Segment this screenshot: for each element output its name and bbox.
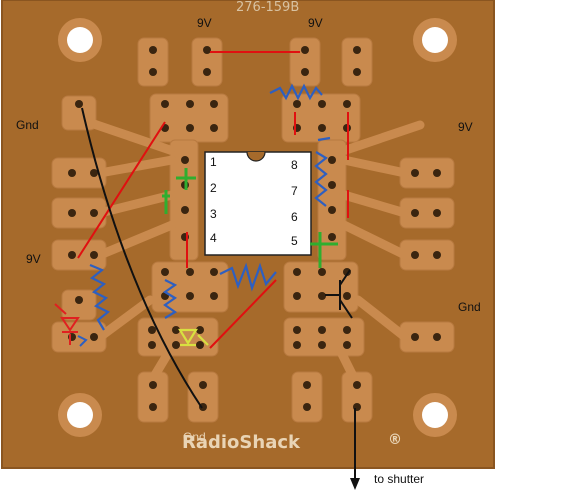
red-wires xyxy=(77,51,349,349)
copper-traces xyxy=(83,117,425,385)
ic-pin-2: 2 xyxy=(210,181,217,195)
ic-pin-3: 3 xyxy=(210,207,217,221)
ic-pin-8: 8 xyxy=(291,158,298,172)
label-9v-top-right: 9V xyxy=(308,16,323,30)
mounting-holes xyxy=(58,18,457,437)
label-gnd-bottom: Gnd xyxy=(183,430,206,444)
led-red xyxy=(54,303,80,345)
led-yellow xyxy=(178,328,209,347)
ic-chip xyxy=(204,151,312,256)
ic-notch xyxy=(246,151,266,162)
part-number: 276-159B xyxy=(236,0,300,15)
label-9v-left: 9V xyxy=(26,252,41,266)
ic-pin-6: 6 xyxy=(291,210,298,224)
arrow-down xyxy=(350,478,360,490)
capacitors xyxy=(162,168,338,268)
label-gnd-right: Gnd xyxy=(458,300,481,314)
resistors xyxy=(89,83,331,331)
ic-pin-5: 5 xyxy=(291,234,298,248)
label-gnd-left: Gnd xyxy=(16,118,39,132)
black-wires xyxy=(81,107,356,480)
registered-mark: ® xyxy=(388,432,402,448)
brand-logo-text: RadioShack xyxy=(182,432,300,453)
ic-pin-4: 4 xyxy=(210,231,217,245)
label-to-shutter: to shutter xyxy=(374,472,425,486)
drill-holes xyxy=(68,46,441,411)
label-9v-top-left: 9V xyxy=(197,16,212,30)
ic-pin-7: 7 xyxy=(291,184,298,198)
ic-pin-1: 1 xyxy=(210,155,217,169)
label-9v-right: 9V xyxy=(458,120,473,134)
